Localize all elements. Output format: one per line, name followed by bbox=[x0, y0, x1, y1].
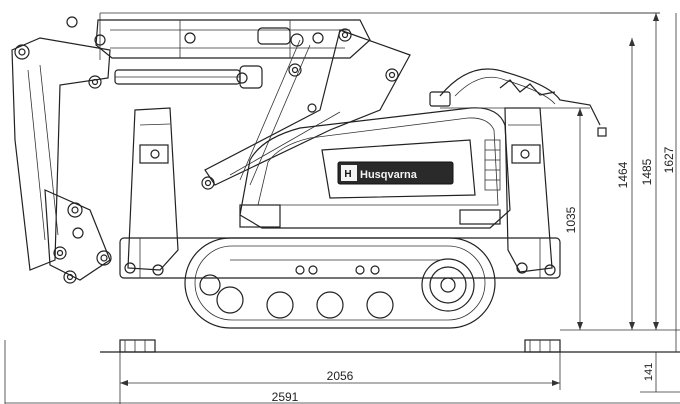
dim-label-2591: 2591 bbox=[272, 390, 299, 404]
brand-logo: H Husqvarna bbox=[337, 161, 454, 185]
dim-label-1627: 1627 bbox=[662, 146, 676, 173]
boom-arm bbox=[11, 16, 411, 284]
crawler-track bbox=[119, 237, 561, 329]
dim-label-2056: 2056 bbox=[327, 369, 354, 383]
dim-label-141: 141 bbox=[643, 363, 655, 381]
outrigger-pads bbox=[119, 339, 561, 353]
dim-label-1464: 1464 bbox=[616, 161, 630, 188]
dim-label-1035: 1035 bbox=[564, 206, 578, 233]
svg-text:H: H bbox=[344, 169, 351, 180]
horizontal-dimensions bbox=[4, 340, 680, 404]
outrigger-front bbox=[124, 107, 179, 276]
frame-lines bbox=[99, 12, 660, 60]
husqvarna-crown-icon bbox=[341, 165, 357, 181]
machine-body bbox=[239, 68, 607, 229]
brand-logo-text: Husqvarna bbox=[360, 169, 418, 181]
dim-label-1485: 1485 bbox=[640, 158, 654, 185]
vertical-dimensions bbox=[440, 12, 680, 393]
outrigger-rear bbox=[504, 107, 556, 276]
